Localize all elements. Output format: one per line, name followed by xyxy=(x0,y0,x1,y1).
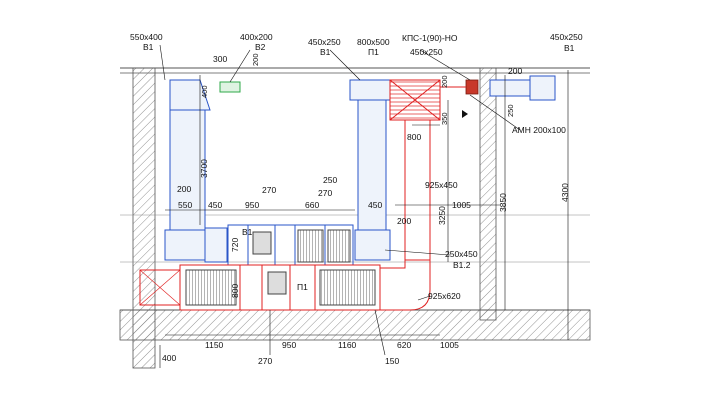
dim-200-kps: 200 xyxy=(440,75,449,88)
dim-4300: 4300 xyxy=(560,183,570,202)
dim-950-a: 950 xyxy=(245,200,259,210)
dim-3850: 3850 xyxy=(498,193,508,212)
p1-top-size: 800x500 xyxy=(357,37,390,47)
kps-size: 450x250 xyxy=(410,47,443,57)
dim-200-right: 200 xyxy=(508,66,522,76)
exhaust-riser-mid xyxy=(357,99,387,231)
amn-label: АМН 200х100 xyxy=(512,125,566,135)
dim-950-bot: 950 xyxy=(282,340,296,350)
b1-top-left-name: B1 xyxy=(143,42,154,52)
dim-450-a: 450 xyxy=(208,200,222,210)
dim-1005-a: 1005 xyxy=(452,200,471,210)
b2-size: 400x200 xyxy=(240,32,273,42)
supply-intake-low xyxy=(139,269,181,306)
annotations: 550x400 B1 400x200 B2 450x250 B1 800x500… xyxy=(130,32,583,366)
exhaust-top-duct xyxy=(349,79,391,101)
unit-b1-label: B1 xyxy=(242,227,253,237)
dim-450-b: 450 xyxy=(368,200,382,210)
dim-400-v: 400 xyxy=(200,85,209,98)
b1-top-mid-name: B1 xyxy=(320,47,331,57)
dim-200-mid: 200 xyxy=(397,216,411,226)
b1-2-label: B1.2 xyxy=(453,260,471,270)
exhaust-ductwork xyxy=(164,75,556,263)
dim-400-bot: 400 xyxy=(162,353,176,363)
kps-name: КПС-1(90)-НО xyxy=(402,33,458,43)
outdoor-grille-b2 xyxy=(219,81,241,93)
dim-1150: 1150 xyxy=(205,340,224,350)
dimension-lines xyxy=(159,44,569,368)
dim-200-left: 200 xyxy=(177,184,191,194)
dim-800-v: 800 xyxy=(230,284,240,298)
p1-top-name: П1 xyxy=(368,47,379,57)
dim-1005-b: 1005 xyxy=(440,340,459,350)
dim-800-top: 800 xyxy=(407,132,421,142)
supply-ductwork xyxy=(139,79,441,311)
dim-270-b: 270 xyxy=(318,188,332,198)
b1-top-right-size: 450x250 xyxy=(550,32,583,42)
duct-925x450-label: 925x450 xyxy=(425,180,458,190)
dim-270-a: 270 xyxy=(262,185,276,195)
unit-p1-label: П1 xyxy=(297,282,308,292)
amn-marker xyxy=(462,110,468,118)
duct-925x620-label: 925x620 xyxy=(428,291,461,301)
exhaust-outlet-louvre xyxy=(529,75,556,101)
exhaust-elbow-mid xyxy=(354,229,391,261)
dim-250-right: 250 xyxy=(506,104,515,117)
duct-250x450-label: 250x450 xyxy=(445,249,478,259)
dim-1160: 1160 xyxy=(338,340,357,350)
dim-350: 350 xyxy=(440,112,449,125)
dim-550: 550 xyxy=(178,200,192,210)
exhaust-ahu-b1 xyxy=(227,224,354,266)
dim-620: 620 xyxy=(397,340,411,350)
supply-elbow xyxy=(379,259,431,311)
dim-720: 720 xyxy=(230,238,240,252)
right-wall xyxy=(479,67,497,321)
dim-150: 150 xyxy=(385,356,399,366)
floor-slab xyxy=(119,309,591,341)
dim-3250: 3250 xyxy=(437,206,447,225)
dim-200-top: 200 xyxy=(251,53,260,66)
b1-top-right-name: B1 xyxy=(564,43,575,53)
dim-300: 300 xyxy=(213,54,227,64)
dim-270-bot: 270 xyxy=(258,356,272,366)
dim-250: 250 xyxy=(323,175,337,185)
fire-damper-kps xyxy=(465,79,479,95)
dim-660: 660 xyxy=(305,200,319,210)
left-wall xyxy=(132,67,156,369)
dim-3700: 3700 xyxy=(199,159,209,178)
b1-top-left-size: 550x400 xyxy=(130,32,163,42)
b2-name: B2 xyxy=(255,42,266,52)
b1-top-mid-size: 450x250 xyxy=(308,37,341,47)
exhaust-transition xyxy=(204,227,228,263)
